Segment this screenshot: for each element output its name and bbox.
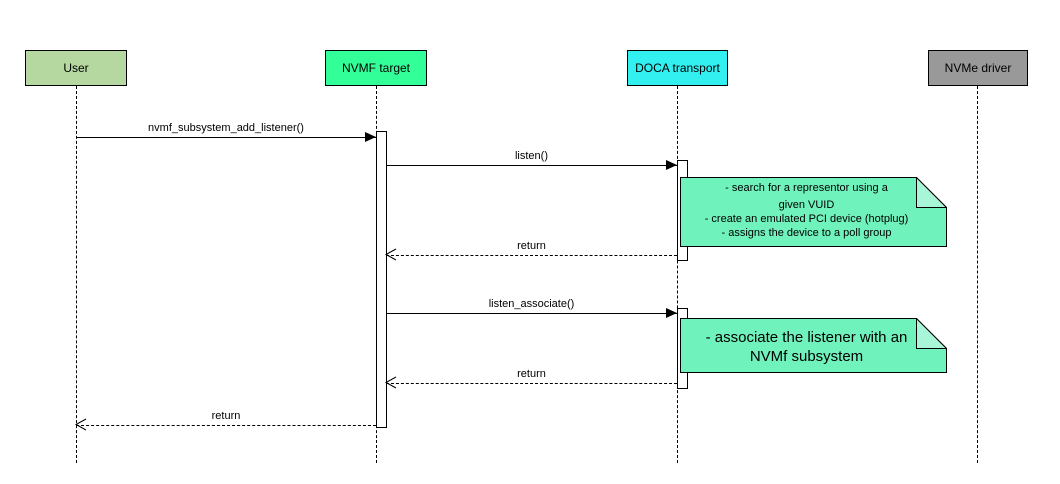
message-label: return [517, 240, 546, 252]
message-line [386, 383, 677, 384]
note-text: - search for a representor using a given… [680, 177, 933, 240]
lifeline-user [76, 86, 77, 463]
arrowhead-filled-icon [666, 160, 677, 170]
actor-nvmf-target-label: NVMF target [341, 61, 410, 75]
message-line [386, 165, 677, 166]
actor-nvmf-target: NVMF target [325, 50, 427, 86]
actor-user-label: User [63, 61, 89, 75]
message-label: listen_associate() [488, 298, 575, 310]
note-line: - associate the listener with an [705, 329, 908, 346]
note-line: - search for a representor using a [725, 182, 888, 194]
actor-nvme-driver: NVMe driver [928, 50, 1028, 86]
message-line [76, 425, 376, 426]
message-label: return [517, 368, 546, 380]
note-listen-associate-details: - associate the listener with an NVMf su… [680, 318, 947, 373]
actor-nvme-driver-label: NVMe driver [944, 61, 1012, 75]
note-line: - assigns the device to a poll group [721, 227, 892, 239]
actor-doca-transport-label: DOCA transport [635, 61, 720, 75]
actor-user: User [25, 50, 127, 86]
message-line [76, 137, 376, 138]
arrowhead-open-icon [75, 418, 87, 431]
activation-nvmf-target [376, 131, 387, 428]
note-text: - associate the listener with an NVMf su… [680, 318, 933, 366]
lifeline-doca-transport [677, 86, 678, 463]
message-line [386, 313, 677, 314]
note-listen-details: - search for a representor using a given… [680, 177, 947, 247]
note-fold-icon [916, 318, 947, 349]
arrowhead-filled-icon [666, 308, 677, 318]
arrowhead-filled-icon [365, 132, 376, 142]
message-label: listen() [514, 150, 548, 162]
actor-doca-transport: DOCA transport [627, 50, 728, 86]
note-shape [680, 318, 947, 373]
message-line [386, 255, 677, 256]
note-shape [680, 177, 947, 247]
lifeline-nvme-driver [977, 86, 978, 463]
note-line: given VUID [778, 199, 835, 211]
note-line: NVMf subsystem [749, 348, 864, 365]
arrowhead-open-icon [385, 248, 397, 261]
message-label: return [211, 410, 241, 422]
note-line: - create an emulated PCI device (hotplug… [704, 213, 909, 225]
arrowhead-open-icon [385, 376, 397, 389]
note-fold-icon [916, 177, 947, 208]
message-label: nvmf_subsystem_add_listener() [148, 122, 304, 134]
